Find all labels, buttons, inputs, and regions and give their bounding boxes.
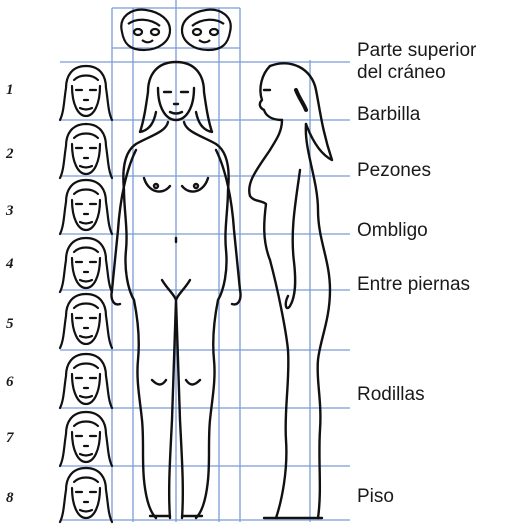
unit-head <box>60 238 112 292</box>
head-number-7: 7 <box>6 430 14 447</box>
head-number-6: 6 <box>6 374 14 391</box>
label-top-of-skull-line1: Parte superior <box>357 40 476 62</box>
head-number-2: 2 <box>6 146 14 163</box>
unit-head <box>60 124 112 178</box>
head-number-3: 3 <box>6 203 14 220</box>
label-knees: Rodillas <box>357 384 425 406</box>
label-nipples: Pezones <box>357 160 431 182</box>
unit-head <box>60 180 112 234</box>
label-crotch: Entre piernas <box>357 274 470 296</box>
side-arm <box>286 170 300 308</box>
unit-head <box>60 354 112 408</box>
unit-head <box>60 468 112 522</box>
side-face <box>260 66 282 120</box>
label-navel: Ombligo <box>357 220 428 242</box>
head-unit-column <box>60 66 112 522</box>
top-view-head-left <box>121 10 170 50</box>
top-view-head-right <box>182 10 231 50</box>
head-number-8: 8 <box>6 490 14 507</box>
head-number-4: 4 <box>6 256 14 273</box>
head-number-5: 5 <box>6 316 14 333</box>
side-front <box>249 120 288 518</box>
label-chin: Barbilla <box>357 104 420 126</box>
unit-head <box>60 412 112 466</box>
label-top-of-skull: Parte superior del cráneo <box>357 40 476 84</box>
unit-head <box>60 294 112 348</box>
label-top-of-skull-line2: del cráneo <box>357 62 476 84</box>
side-hair <box>270 63 332 160</box>
label-floor: Piso <box>357 486 394 508</box>
unit-head <box>60 66 112 120</box>
head-number-1: 1 <box>6 82 14 99</box>
